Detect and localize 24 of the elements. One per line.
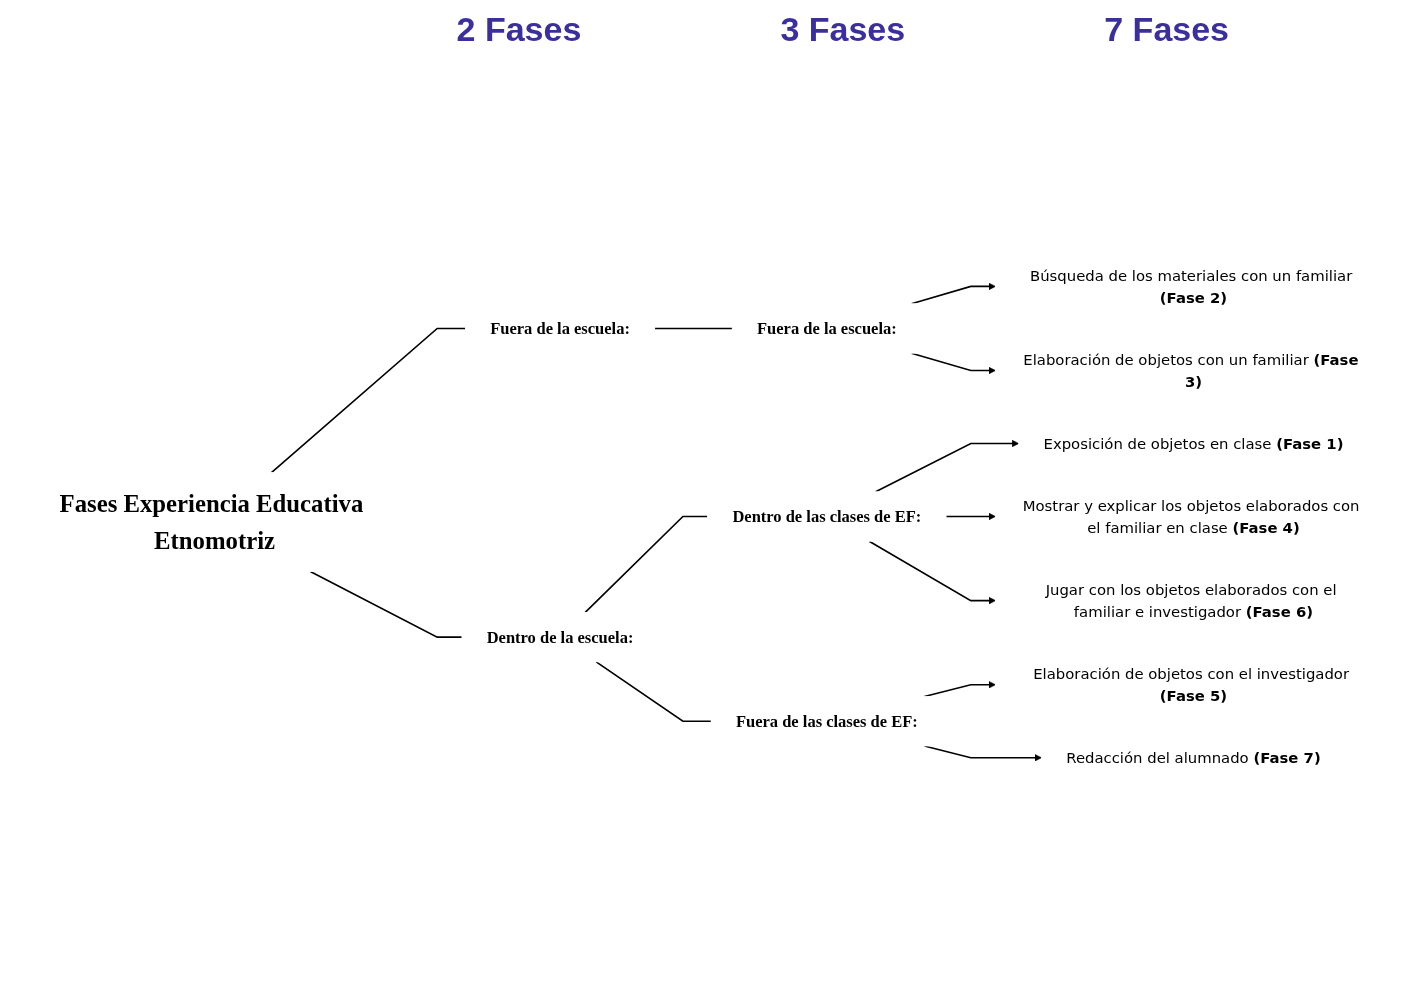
phase-count-label: 3 Fases xyxy=(780,10,906,49)
arrow xyxy=(868,540,996,605)
node-text: Fuera de la escuela: xyxy=(757,319,897,338)
arrow xyxy=(945,512,996,521)
node-text: Redacción del alumnado (Fase 7) xyxy=(1066,749,1321,767)
node-text: Exposición de objetos en clase (Fase 1) xyxy=(1043,434,1344,453)
node-text: Fuera de las clases de EF: xyxy=(735,712,918,731)
connector xyxy=(584,515,709,614)
arrow xyxy=(874,439,1020,493)
node-text: Fuera de la escuela: xyxy=(490,319,630,338)
node-text: Elaboración de objetos con un familiar (Fase 3) xyxy=(1023,350,1359,391)
phase-count-label: 7 Fases xyxy=(1104,10,1230,49)
node-text: Mostrar y explicar los objetos elaborados con el familiar en clase (Fase 4) xyxy=(1022,496,1360,537)
node-text: Dentro de las clases de EF: xyxy=(732,507,922,526)
connector xyxy=(270,327,467,474)
connector xyxy=(309,570,463,638)
connector xyxy=(595,661,712,723)
node-text: Fases Experiencia Educativa Etnomotriz xyxy=(59,489,364,555)
node-text: Dentro de la escuela: xyxy=(486,628,634,647)
node-text: Jugar con los objetos elaborados con el familiar e investigador (Fase 6) xyxy=(1045,580,1337,621)
connector xyxy=(653,327,734,330)
phase-count-label: 2 Fases xyxy=(456,10,582,49)
node-text: Elaboración de objetos con el investigador (Fase 5) xyxy=(1033,664,1350,705)
node-text: Búsqueda de los materiales con un familiar (Fase 2) xyxy=(1029,266,1353,307)
